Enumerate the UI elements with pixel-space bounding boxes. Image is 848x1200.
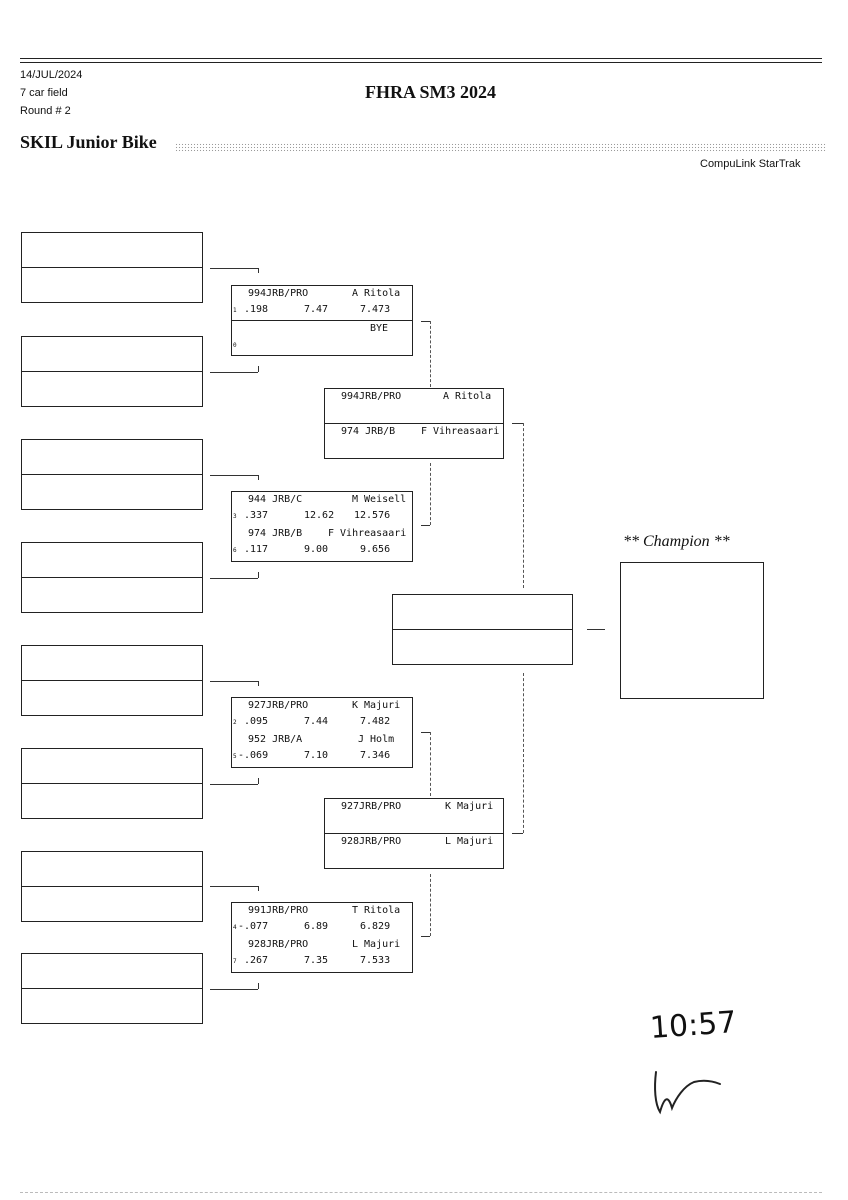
- handwritten-initials-signature: [654, 1071, 721, 1115]
- round1-box: [21, 953, 203, 1024]
- lane-entry: 928JRB/PRO L Majuri: [325, 833, 503, 868]
- round1-box: [21, 645, 203, 716]
- final-box: [392, 594, 573, 665]
- lane-entry: 974 JRB/B F Vihreasaari: [325, 423, 503, 458]
- round1-box: [21, 542, 203, 613]
- car-number: 974 JRB/B: [341, 426, 396, 437]
- field-size: 7 car field: [20, 87, 68, 99]
- bottom-rule: [20, 1192, 822, 1193]
- elapsed-time: 7.533: [360, 955, 391, 966]
- round-number: Round # 2: [20, 105, 71, 117]
- champion-label: ** Champion **: [623, 533, 730, 550]
- car-number: 952 JRB/A: [248, 734, 303, 745]
- round1-box: [21, 336, 203, 407]
- car-number: 927JRB/PRO: [341, 801, 402, 812]
- driver-name: L Majuri: [352, 939, 401, 950]
- lane-entry: 927JRB/PRO K Majuri: [325, 799, 503, 833]
- reaction-time: .198: [244, 304, 269, 315]
- driver-name: T Ritola: [352, 905, 401, 916]
- lane-entry: 6 974 JRB/B F Vihreasaari .117 9.00 9.65…: [232, 526, 412, 560]
- dial-in: 6.89: [304, 921, 329, 932]
- dial-in: 7.44: [304, 716, 329, 727]
- driver-name: A Ritola: [443, 391, 492, 402]
- lane-entry: 0 BYE: [232, 320, 412, 355]
- top-rule-2: [20, 62, 822, 63]
- reaction-time: .095: [244, 716, 269, 727]
- lane-number: 3: [233, 513, 237, 520]
- lane-entry: 5 952 JRB/A J Holm -.069 7.10 7.346: [232, 732, 412, 766]
- car-number: 974 JRB/B: [248, 528, 303, 539]
- driver-name: L Majuri: [445, 836, 494, 847]
- event-title: FHRA SM3 2024: [365, 82, 497, 102]
- class-title: SKIL Junior Bike: [20, 132, 157, 152]
- lane-number: 7: [233, 958, 237, 965]
- lane-number: 4: [233, 924, 237, 931]
- car-number: 944 JRB/C: [248, 494, 303, 505]
- handwritten-time: 10:57: [648, 1005, 738, 1046]
- lane-entry: 1 994JRB/PRO A Ritola .198 7.47 7.473: [232, 286, 412, 320]
- round1-box: [21, 232, 203, 303]
- car-number: 994JRB/PRO: [248, 288, 309, 299]
- driver-name: K Majuri: [445, 801, 494, 812]
- round2-pair: 3 944 JRB/C M Weisell .337 12.62 12.576 …: [231, 491, 413, 562]
- reaction-time: .337: [244, 510, 269, 521]
- driver-name: F Vihreasaari: [421, 426, 500, 437]
- lane-entry: 994JRB/PRO A Ritola: [325, 389, 503, 423]
- round1-box: [21, 851, 203, 922]
- elapsed-time: 9.656: [360, 544, 391, 555]
- car-number: 991JRB/PRO: [248, 905, 309, 916]
- champion-box: [620, 562, 764, 699]
- car-number: 994JRB/PRO: [341, 391, 402, 402]
- driver-name: F Vihreasaari: [328, 528, 407, 539]
- semi-pair: 927JRB/PRO K Majuri 928JRB/PRO L Majuri: [324, 798, 504, 869]
- race-date: 14/JUL/2024: [20, 69, 83, 81]
- brand-label: CompuLink StarTrak: [700, 158, 801, 170]
- top-rule: [20, 58, 822, 59]
- car-number: 927JRB/PRO: [248, 700, 309, 711]
- lane-entry: 3 944 JRB/C M Weisell .337 12.62 12.576: [232, 492, 412, 526]
- elapsed-time: 12.576: [354, 510, 391, 521]
- lane-entry: 2 927JRB/PRO K Majuri .095 7.44 7.482: [232, 698, 412, 732]
- driver-name: K Majuri: [352, 700, 401, 711]
- dial-in: 12.62: [304, 510, 335, 521]
- round1-box: [21, 439, 203, 510]
- driver-name: A Ritola: [352, 288, 401, 299]
- round1-box: [21, 748, 203, 819]
- dial-in: 7.10: [304, 750, 329, 761]
- reaction-time: -.069: [238, 750, 269, 761]
- lane-number: 6: [233, 547, 237, 554]
- car-number: 928JRB/PRO: [341, 836, 402, 847]
- dial-in: 7.47: [304, 304, 329, 315]
- dotted-leader: [175, 143, 826, 152]
- driver-name: J Holm: [358, 734, 395, 745]
- round2-pair: 1 994JRB/PRO A Ritola .198 7.47 7.473 0 …: [231, 285, 413, 356]
- lane-number: 5: [233, 753, 237, 760]
- elapsed-time: 7.482: [360, 716, 391, 727]
- car-number: 928JRB/PRO: [248, 939, 309, 950]
- semi-pair: 994JRB/PRO A Ritola 974 JRB/B F Vihreasa…: [324, 388, 504, 459]
- driver-name: M Weisell: [352, 494, 407, 505]
- lane-number: 2: [233, 719, 237, 726]
- dial-in: 9.00: [304, 544, 329, 555]
- elapsed-time: 7.473: [360, 304, 391, 315]
- reaction-time: .267: [244, 955, 269, 966]
- lane-entry: 7 928JRB/PRO L Majuri .267 7.35 7.533: [232, 937, 412, 971]
- lane-entry: 4 991JRB/PRO T Ritola -.077 6.89 6.829: [232, 903, 412, 937]
- driver-name: BYE: [370, 323, 389, 334]
- dial-in: 7.35: [304, 955, 329, 966]
- reaction-time: -.077: [238, 921, 269, 932]
- lane-number: 0: [233, 342, 237, 349]
- elapsed-time: 7.346: [360, 750, 391, 761]
- round2-pair: 4 991JRB/PRO T Ritola -.077 6.89 6.829 7…: [231, 902, 413, 973]
- round2-pair: 2 927JRB/PRO K Majuri .095 7.44 7.482 5 …: [231, 697, 413, 768]
- lane-number: 1: [233, 307, 237, 314]
- elapsed-time: 6.829: [360, 921, 391, 932]
- reaction-time: .117: [244, 544, 269, 555]
